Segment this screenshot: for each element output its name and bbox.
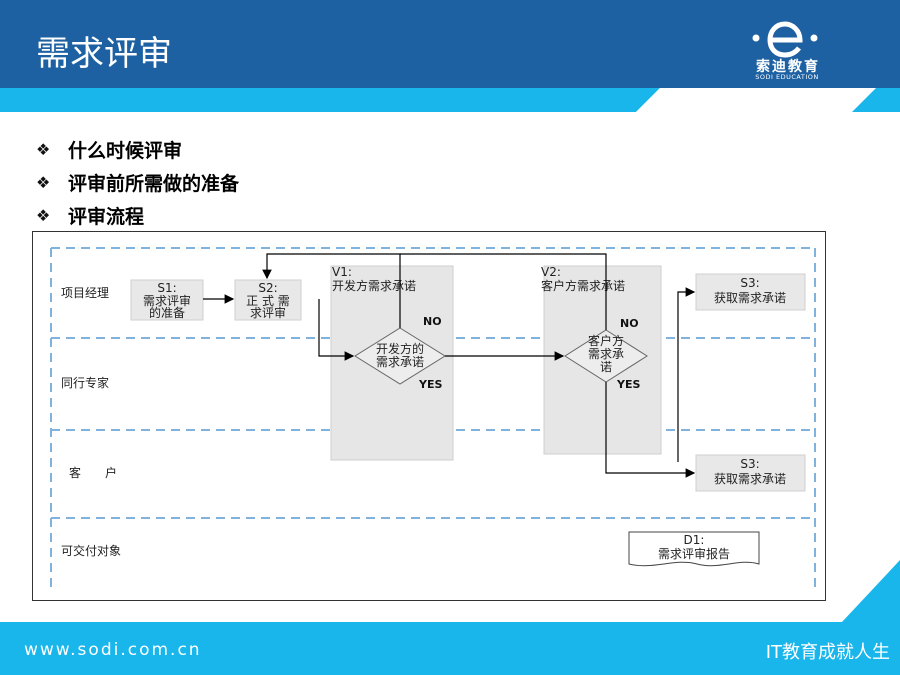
- s3-bottom-id: S3:: [740, 457, 759, 471]
- s2-box: [234, 279, 302, 321]
- header-stripe: [0, 88, 900, 112]
- diamond-bullet-icon: ❖: [36, 173, 51, 192]
- d1-label: 需求评审报告: [658, 546, 730, 561]
- flow-arrows: [203, 253, 696, 478]
- diamond-bullet-icon: ❖: [36, 140, 51, 159]
- v1-no-label: NO: [423, 315, 442, 328]
- v1-decision-diamond: [354, 327, 446, 385]
- lane-label: 同行专家: [61, 375, 109, 390]
- lane-label: 可交付对象: [61, 543, 121, 558]
- bullet-list: ❖什么时候评审 ❖评审前所需做的准备 ❖评审流程: [36, 133, 239, 232]
- footer-website: www.sodi.com.cn: [24, 640, 202, 660]
- v1-label: 开发方需求承诺: [332, 278, 416, 293]
- s3-top-box: [695, 273, 806, 311]
- lane-label: 客 户: [69, 465, 117, 480]
- bullet-item: ❖评审前所需做的准备: [36, 173, 240, 195]
- v2-label: 客户方需求承诺: [541, 278, 625, 293]
- review-flow-diagram: 项目经理 同行专家 客 户 可交付对象 V1: 开发方需求承诺 V2: 客户方需…: [32, 231, 826, 601]
- v1-id: V1:: [332, 265, 352, 279]
- s3-top-label: 获取需求承诺: [714, 291, 786, 305]
- v2-diamond-line2: 需求承: [588, 347, 624, 361]
- page-title: 需求评审: [36, 34, 172, 74]
- logo-subtitle: SODI EDUCATION: [755, 73, 819, 81]
- diamond-bullet-icon: ❖: [36, 206, 51, 225]
- v2-no-label: NO: [620, 317, 639, 330]
- s2-line2: 求评审: [250, 305, 286, 320]
- s3-top-id: S3:: [740, 276, 759, 290]
- d1-id: D1:: [684, 533, 705, 547]
- s1-box: [130, 279, 204, 321]
- v2-id: V2:: [541, 265, 561, 279]
- v1-yes-label: YES: [418, 378, 442, 391]
- sodi-logo-icon: [752, 21, 818, 58]
- s1-line2: 的准备: [149, 305, 185, 320]
- bullet-item: ❖评审流程: [36, 206, 145, 228]
- s2-line1: 正 式 需: [246, 294, 290, 308]
- header-bar: [0, 0, 900, 88]
- bullet-item: ❖什么时候评审: [36, 140, 183, 162]
- s3-bottom-label: 获取需求承诺: [714, 472, 786, 486]
- s1-line1: 需求评审: [143, 293, 191, 308]
- v2-yes-label: YES: [616, 378, 640, 391]
- footer-slogan: IT教育成就人生: [765, 642, 890, 663]
- footer-bar: [0, 560, 900, 675]
- v2-diamond-line1: 客户方: [588, 333, 624, 348]
- s3-bottom-box: [695, 454, 806, 492]
- lane-label: 项目经理: [61, 286, 109, 300]
- v1-diamond-line1: 开发方的: [376, 341, 424, 356]
- v1-diamond-line2: 需求承诺: [376, 355, 424, 369]
- s1-id: S1:: [157, 281, 176, 295]
- v2-diamond-line3: 诺: [600, 360, 612, 374]
- d1-document-shape: [628, 531, 760, 567]
- logo-name: 索迪教育: [756, 59, 820, 75]
- s2-id: S2:: [258, 281, 277, 295]
